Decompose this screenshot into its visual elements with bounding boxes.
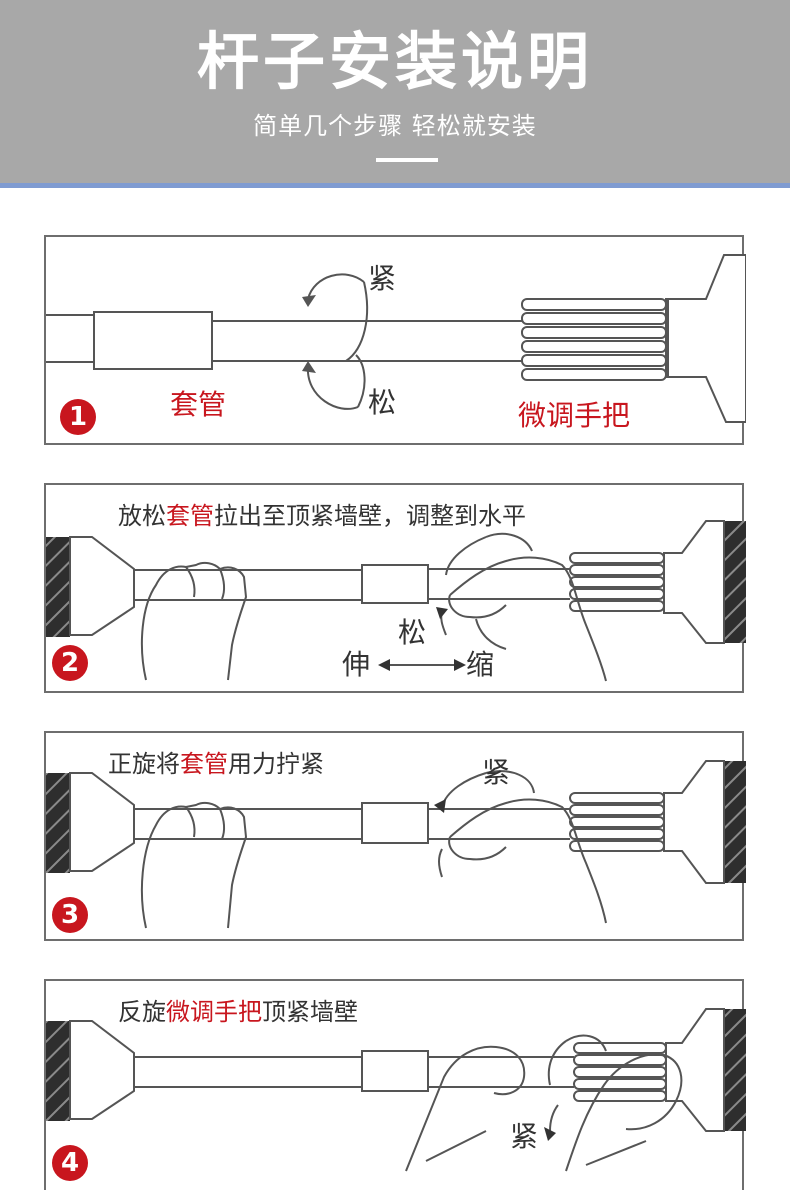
step-number-badge: 2 — [52, 645, 88, 681]
header-banner: 杆子安装说明 简单几个步骤 轻松就安装 — [0, 0, 790, 183]
step-number-badge: 3 — [52, 897, 88, 933]
step-2-panel: 放松套管拉出至顶紧墙壁，调整到水平 松 伸 缩 2 — [44, 483, 744, 693]
page-subtitle: 简单几个步骤 轻松就安装 — [0, 110, 790, 142]
sleeve-label: 套管 — [170, 389, 226, 421]
step-3-panel: 正旋将套管用力拧紧 紧 3 — [44, 731, 744, 941]
tighten-label: 紧 — [482, 757, 510, 789]
step-4-caption: 反旋微调手把顶紧墙壁 — [118, 997, 358, 1027]
page-title: 杆子安装说明 — [0, 26, 790, 98]
tighten-label: 紧 — [510, 1121, 538, 1153]
step-number-badge: 4 — [52, 1145, 88, 1181]
header-stripe — [0, 183, 790, 188]
extend-label: 伸 — [342, 649, 370, 681]
title-underline — [376, 158, 438, 162]
step-1-panel: 紧 松 套管 微调手把 1 — [44, 235, 744, 445]
shrink-label: 缩 — [466, 649, 494, 681]
step-4-panel: 反旋微调手把顶紧墙壁 紧 4 — [44, 979, 744, 1190]
handle-label: 微调手把 — [518, 400, 630, 432]
step-2-caption: 放松套管拉出至顶紧墙壁，调整到水平 — [118, 501, 526, 531]
step-number-badge: 1 — [60, 399, 96, 435]
step-3-caption: 正旋将套管用力拧紧 — [108, 749, 324, 779]
loosen-label: 松 — [398, 617, 426, 649]
tighten-label: 紧 — [368, 263, 396, 295]
loosen-label: 松 — [368, 387, 396, 419]
